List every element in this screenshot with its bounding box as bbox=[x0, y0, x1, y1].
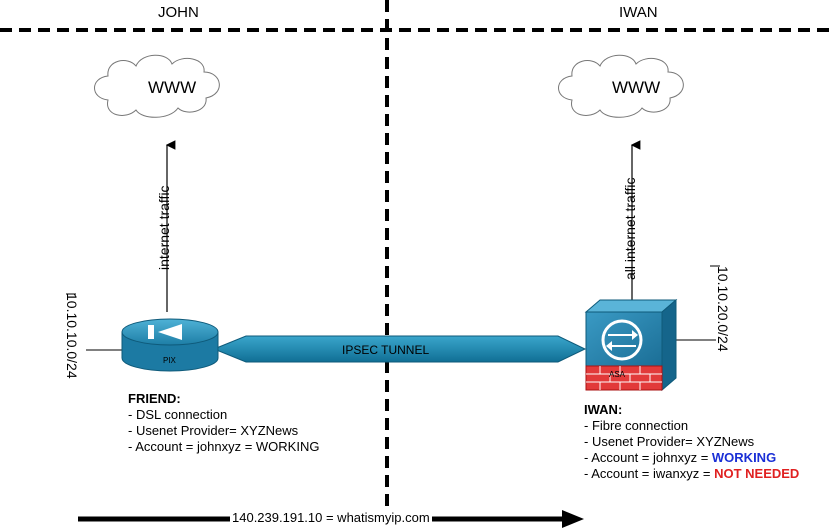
ipsec-tunnel bbox=[212, 335, 587, 363]
pix-device bbox=[121, 318, 219, 372]
cloud-left bbox=[94, 54, 220, 118]
iwan-line: - Fibre connection bbox=[584, 418, 689, 433]
friend-line: - DSL connection bbox=[128, 407, 228, 422]
friend-line: - Usenet Provider= XYZNews bbox=[128, 423, 299, 438]
working-status: WORKING bbox=[711, 450, 777, 465]
network-label-left: 10.10.10.0/24 bbox=[64, 293, 80, 379]
network-label-right: 10.10.20.0/24 bbox=[715, 266, 731, 352]
traffic-label-left: internet traffic bbox=[156, 185, 172, 270]
cloud-label-left: WWW bbox=[148, 78, 197, 97]
pix-label: PIX bbox=[163, 356, 176, 365]
iwan-line4-prefix: - Account = iwanxyz = bbox=[584, 466, 715, 481]
friend-line: - Account = johnxyz = WORKING bbox=[128, 439, 320, 454]
traffic-label-right: all internet traffic bbox=[622, 177, 638, 280]
site-label-left: JOHN bbox=[158, 4, 199, 21]
asa-label: ASA bbox=[609, 370, 626, 379]
iwan-line3-prefix: - Account = johnxyz = bbox=[584, 450, 712, 465]
not-needed-status: NOT NEEDED bbox=[714, 466, 800, 481]
iwan-line: - Usenet Provider= XYZNews bbox=[584, 434, 755, 449]
asa-device bbox=[584, 298, 678, 392]
iwan-info: IWAN: - Fibre connection - Usenet Provid… bbox=[584, 402, 799, 482]
cloud-label-right: WWW bbox=[612, 78, 661, 97]
bottom-arrow-label: 140.239.191.10 = whatismyip.com bbox=[230, 510, 432, 525]
bottom-arrow-head bbox=[562, 510, 584, 528]
friend-info: FRIEND: - DSL connection - Usenet Provid… bbox=[128, 391, 319, 455]
iwan-line: - Account = johnxyz = WORKING bbox=[584, 450, 799, 466]
iwan-title: IWAN: bbox=[584, 402, 623, 417]
friend-title: FRIEND: bbox=[128, 391, 181, 406]
iwan-line: - Account = iwanxyz = NOT NEEDED bbox=[584, 466, 799, 482]
tunnel-label: IPSEC TUNNEL bbox=[342, 343, 430, 357]
cloud-right bbox=[558, 54, 684, 118]
site-label-right: IWAN bbox=[619, 4, 658, 21]
